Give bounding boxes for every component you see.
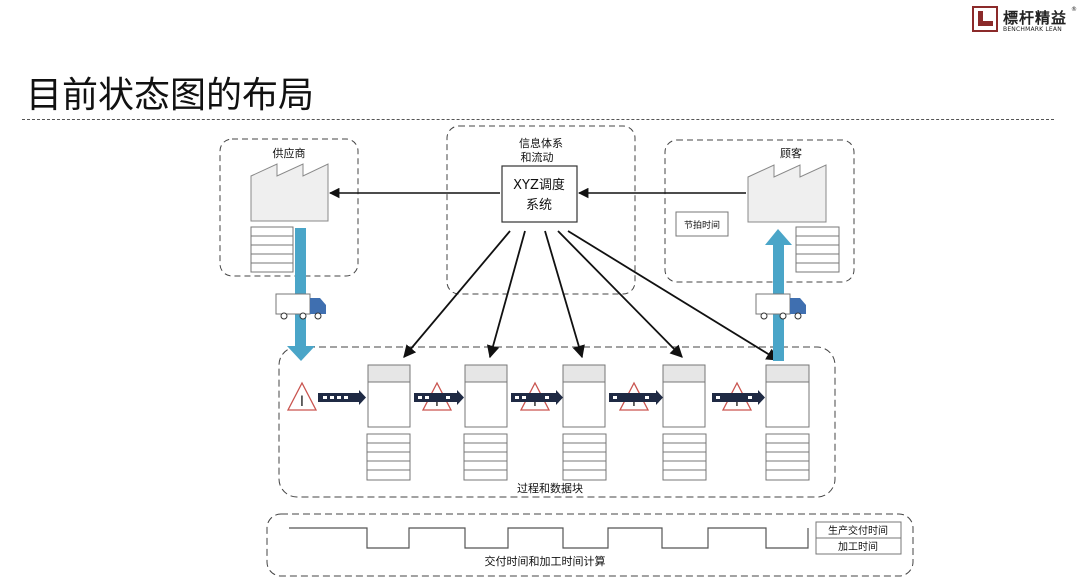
svg-text:I: I (300, 394, 304, 410)
data-box (662, 433, 707, 481)
data-box (463, 433, 508, 481)
logo-registered-mark: ® (1071, 6, 1077, 13)
schedule-arrow-3 (544, 230, 585, 359)
supplier-shipment-arrow-icon (287, 228, 315, 361)
process-group-label: 过程和数据块 (517, 481, 583, 495)
process-box (562, 364, 606, 428)
lead-time-ladder (289, 527, 809, 549)
supplier-label: 供应商 (273, 146, 306, 160)
customer-truck-icon (755, 293, 806, 320)
schedule-arrow-5 (567, 230, 780, 361)
data-box (366, 433, 411, 481)
takt-time-label: 节拍时间 (684, 219, 720, 231)
process-group-boundary (278, 346, 836, 498)
takt-time-box (675, 211, 729, 237)
customer-factory-icon (747, 164, 827, 223)
schedule-arrow-2 (486, 230, 526, 359)
process-box (367, 364, 411, 428)
page-title: 目前状态图的布局 (26, 75, 315, 116)
logo-mark-icon (972, 6, 998, 32)
customer-data-box (795, 226, 840, 273)
info-flow-label-line1: 信息体系 (519, 136, 563, 150)
push-arrow-icon (609, 390, 663, 405)
logo-name-en: BENCHMARK LEAN (1003, 26, 1062, 33)
info-flow-group-boundary (446, 125, 636, 295)
schedule-arrow-1 (403, 230, 511, 358)
push-arrow-icon (511, 390, 563, 405)
company-logo: 標杆精益 BENCHMARK LEAN ® (972, 6, 1077, 36)
push-arrow-icon (318, 390, 366, 405)
process-box (662, 364, 706, 428)
scheduling-system-line1: XYZ调度 (513, 177, 565, 193)
schedule-arrow-4 (557, 230, 683, 358)
supplier-truck-icon (275, 293, 326, 320)
lead-time-label: 生产交付时间 (828, 524, 888, 537)
customer-label: 顾客 (780, 146, 802, 160)
timeline-group-label: 交付时间和加工时间计算 (485, 554, 606, 568)
info-flow-label-line2: 和流动 (521, 150, 554, 164)
process-time-box (815, 537, 902, 555)
push-arrow-icon (414, 390, 464, 405)
scheduling-system-box (501, 165, 578, 223)
title-divider (22, 119, 1054, 120)
inventory-triangle-icon: I (286, 381, 318, 411)
data-box (562, 433, 607, 481)
push-arrow-icon (712, 390, 765, 405)
timeline-group-boundary (266, 513, 914, 577)
supplier-factory-icon (250, 163, 329, 222)
scheduling-system-line2: 系统 (526, 198, 552, 213)
supplier-data-box (250, 226, 294, 273)
logo-name-cn: 標杆精益 (1003, 9, 1068, 27)
process-box (765, 364, 810, 428)
supplier-group-boundary (219, 138, 359, 277)
process-time-label: 加工时间 (838, 540, 878, 553)
customer-group-boundary (664, 139, 855, 283)
data-box (765, 433, 810, 481)
process-box (464, 364, 508, 428)
